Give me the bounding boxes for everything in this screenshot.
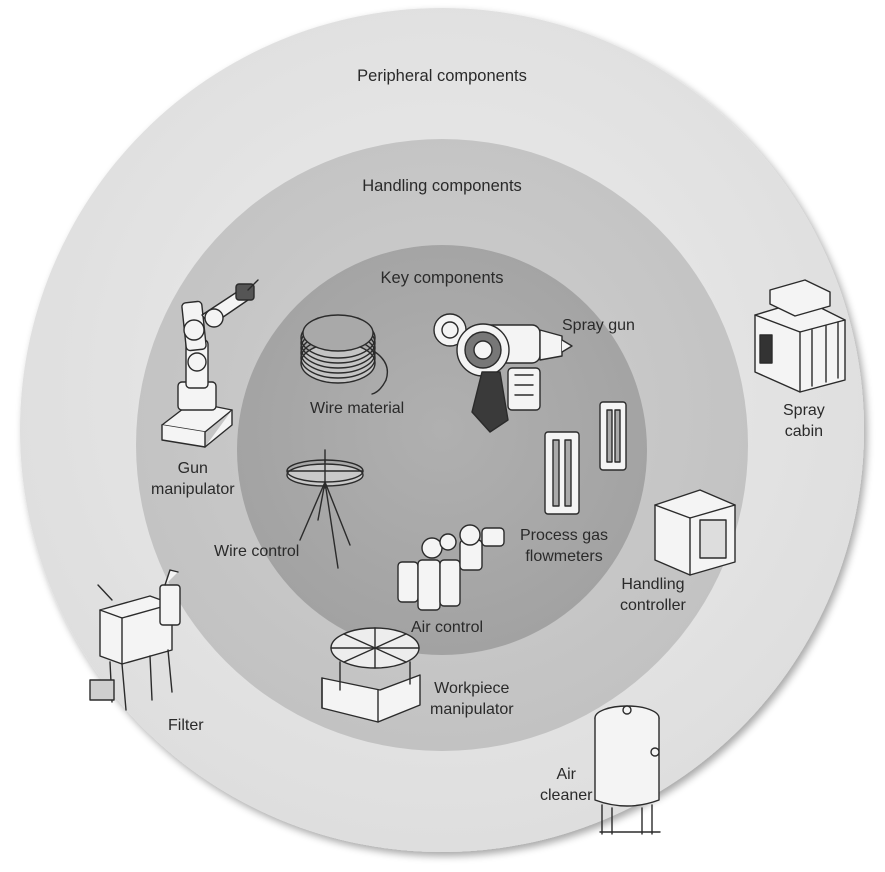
- handling-controller-label: Handling controller: [620, 576, 686, 614]
- spray-cabin-label: Spray cabin: [783, 402, 825, 440]
- spray-gun-label: Spray gun: [562, 317, 635, 334]
- wire-control-label: Wire control: [214, 543, 300, 560]
- wire-material-label: Wire material: [310, 400, 405, 417]
- gun-manipulator-label: Gun manipulator: [151, 460, 235, 498]
- wire-material-icon: [300, 314, 389, 395]
- process-gas-flowmeters-icon: [544, 401, 627, 515]
- process-gas-flowmeters-label: Process gas flowmeters: [520, 527, 609, 565]
- key-components-label: Key components: [380, 269, 504, 287]
- peripheral-components-label: Peripheral components: [357, 67, 527, 85]
- spray-cabin-icon: [754, 279, 846, 393]
- spray-gun-icon: [433, 313, 573, 433]
- workpiece-manipulator-icon: [321, 627, 421, 723]
- wire-control-icon: [286, 449, 364, 569]
- filter-icon: [89, 569, 181, 711]
- filter-label: Filter: [168, 717, 204, 734]
- air-control-label: Air control: [411, 619, 484, 636]
- air-cleaner-icon: [594, 705, 661, 835]
- air-control-icon: [397, 524, 505, 611]
- gun-manipulator-icon: [161, 279, 259, 448]
- handling-controller-icon: [654, 489, 736, 576]
- handling-components-label: Handling components: [362, 177, 522, 195]
- workpiece-manipulator-label: Workpiece manipulator: [430, 680, 514, 718]
- air-cleaner-label: Air cleaner: [540, 766, 593, 804]
